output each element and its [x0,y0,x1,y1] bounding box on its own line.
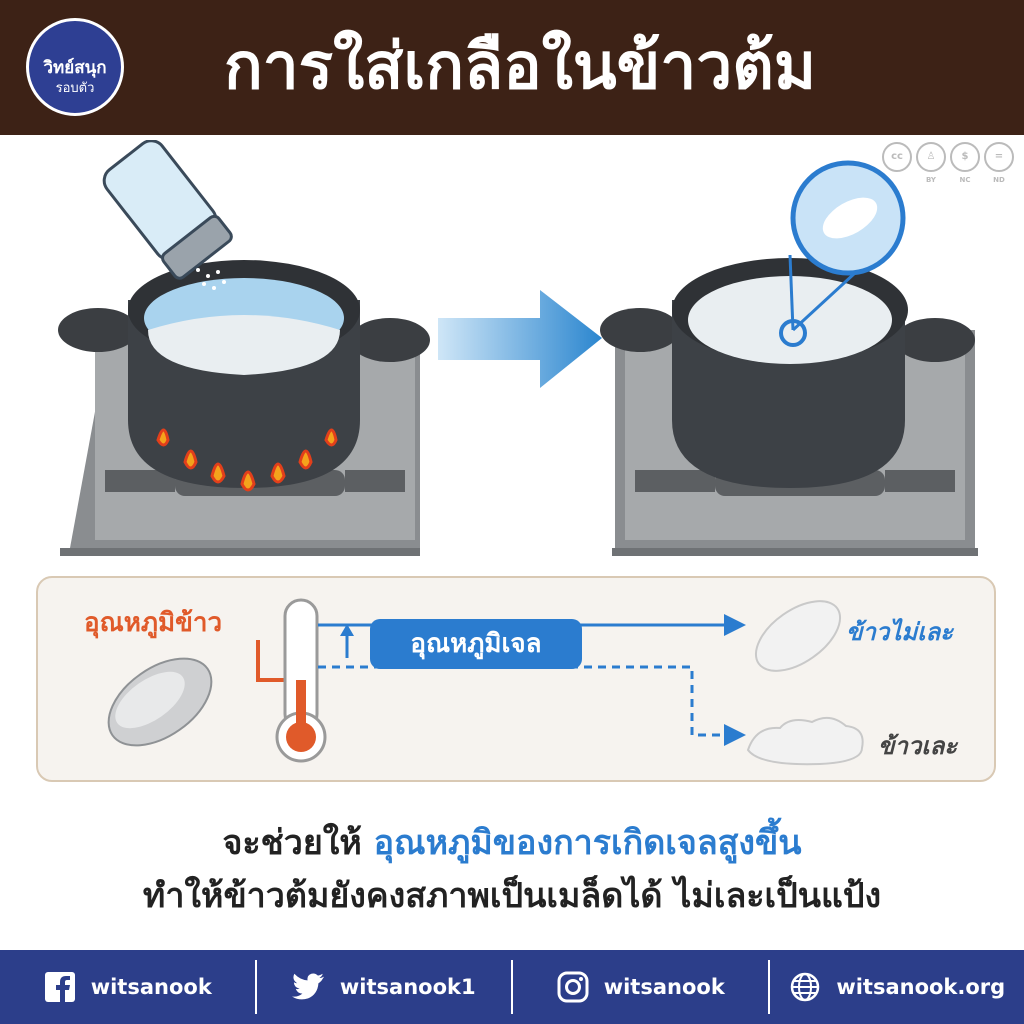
cc-license-icons: cc ♙ $ = [882,142,1014,172]
cc-label-nd: ND [993,176,1005,184]
header-bar: วิทย์สนุก รอบตัว การใส่เกลือในข้าวต้ม [0,0,1024,135]
cc-label-nc: NC [959,176,971,184]
cc-label-by: BY [925,176,937,184]
right-pot [600,258,975,488]
logo-line1: วิทย์สนุก [43,58,107,78]
witsanook-logo: วิทย์สนุก รอบตัว [26,18,124,116]
caption-prefix: จะช่วยให้ [222,823,362,863]
rice-temperature-label: อุณหภูมิข้าว [84,608,223,638]
facebook-link[interactable]: witsanook [0,960,257,1014]
right-arrow-icon [438,290,602,388]
by-icon: ♙ [916,142,946,172]
cc-license-labels: BY NC ND [882,176,1022,184]
mushy-label: ข้าวเละ [878,732,958,760]
twitter-handle: witsanook1 [339,975,476,999]
gel-temperature-label: อุณหภูมิเจล [370,619,582,669]
mushy-grain-icon [746,716,864,766]
globe-icon [788,970,822,1004]
thermometer-icon [275,598,327,763]
cc-icon: cc [882,142,912,172]
website-link[interactable]: witsanook.org [770,960,1024,1014]
caption-line1: จะช่วยให้ อุณหภูมิของการเกิดเจลสูงขึ้น [0,815,1024,869]
instagram-icon [556,970,590,1004]
twitter-icon [291,970,326,1004]
caption-line2: ทำให้ข้าวต้มยังคงสภาพเป็นเมล็ดได้ ไม่เละ… [142,876,882,916]
nd-icon: = [984,142,1014,172]
not-mushy-label: ข้าวไม่เละ [846,618,954,646]
salt-shaker-icon [102,140,233,290]
twitter-link[interactable]: witsanook1 [257,960,513,1014]
left-pot [58,260,430,488]
instagram-handle: witsanook [603,975,725,999]
caption-highlight: อุณหภูมิของการเกิดเจลสูงขึ้น [373,823,802,863]
instagram-link[interactable]: witsanook [513,960,770,1014]
up-arrow-icon [340,624,354,658]
nc-icon: $ [950,142,980,172]
website-url: witsanook.org [836,975,1006,999]
footer-bar: witsanook witsanook1 witsanook witsanook… [0,950,1024,1024]
cooking-illustration [58,140,978,556]
page-title: การใส่เกลือในข้าวต้ม [223,30,817,104]
whole-grain-icon [754,600,842,672]
logo-line2: รอบตัว [55,81,95,96]
facebook-icon [43,970,77,1004]
flame-icons [156,428,338,492]
magnifier-grain-icon [779,160,906,347]
facebook-handle: witsanook [90,975,212,999]
